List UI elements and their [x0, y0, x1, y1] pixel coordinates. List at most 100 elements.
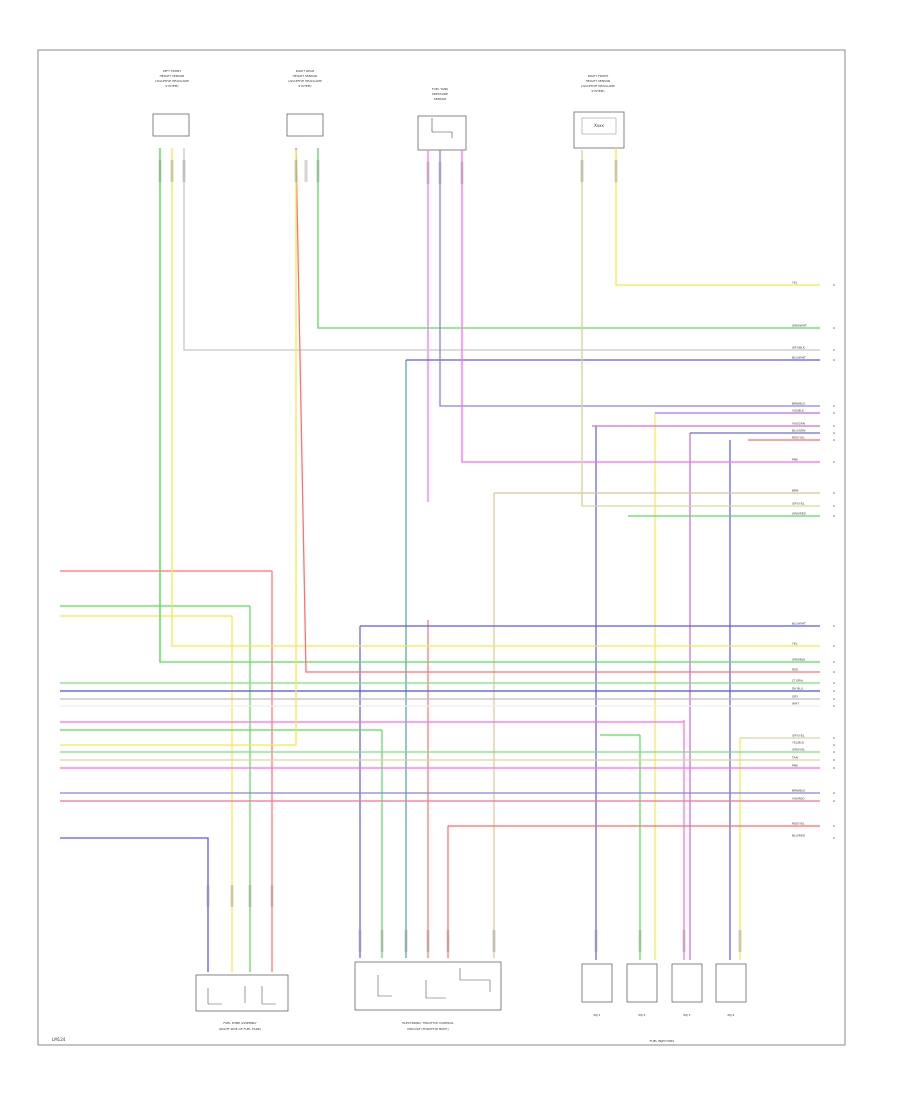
- component-label-line: FUEL INJECTORS: [650, 1039, 675, 1043]
- component-label-line: RIGHT FRONT: [588, 74, 609, 78]
- wire-label: BRN/BLU: [792, 789, 805, 793]
- wire-2: [317, 148, 820, 329]
- connector-pin: [304, 160, 308, 182]
- wire-label: GRY/YEL: [792, 502, 805, 506]
- component-label-line: HEIGHT SENSOR: [293, 74, 318, 78]
- wire-terminal: [833, 690, 835, 692]
- wire-terminal: [833, 327, 835, 329]
- throttle-module-box: [354, 961, 502, 1011]
- wire-terminal: [833, 661, 835, 663]
- connector-pin: [460, 162, 464, 184]
- fuel-pump-symbol: [207, 986, 276, 1005]
- wire-3: [183, 148, 820, 351]
- connector-pin: [158, 160, 162, 182]
- wire-10: [461, 150, 820, 463]
- connector-pin: [316, 160, 320, 182]
- component-label-line: (ADAPTIVE HEADLAMP: [288, 79, 322, 83]
- wire-label: GRY: [792, 695, 798, 699]
- component-label-line: FUEL TANK: [432, 87, 449, 91]
- right-front-sensor: RIGHT FRONT HEIGHT SENSOR (ADAPTIVE HEAD…: [573, 74, 625, 149]
- wire-terminal: [833, 671, 835, 673]
- connector-pin: [182, 160, 186, 182]
- connector-pin: [492, 930, 496, 952]
- wire-label: GRN/WHT: [792, 324, 807, 328]
- connector-pin: [638, 930, 642, 952]
- wire-label: PNK: [792, 458, 799, 462]
- wire-label: GRN/YEL: [792, 748, 805, 752]
- wire-terminal: [833, 492, 835, 494]
- wire-label: RED: [792, 668, 799, 672]
- component-label-line: (RIGHT SIDE OF FUEL TANK): [219, 1027, 261, 1031]
- component-label-line: SYSTEM): [165, 84, 178, 88]
- wire-terminal: [833, 432, 835, 434]
- component-label-line: ELECTRONIC THROTTLE CONTROL: [402, 1021, 454, 1025]
- injector-box: [715, 963, 747, 1003]
- wire-30: [60, 837, 209, 972]
- connector-pin: [580, 160, 584, 182]
- wire-label: VIO/BLK: [792, 409, 805, 413]
- left-front-sensor: LEFT FRONT HEIGHT SENSOR (ADAPTIVE HEADL…: [152, 69, 190, 137]
- wire-23: [60, 150, 297, 746]
- wire-label: BRN: [792, 489, 798, 493]
- wire-terminal: [833, 759, 835, 761]
- wire-label: BLU/WHT: [792, 356, 806, 360]
- wire-terminal: [833, 359, 835, 361]
- wire-terminal: [833, 405, 835, 407]
- wire-terminal: [833, 412, 835, 414]
- wire-label: WHT: [792, 702, 799, 706]
- connector-pin: [230, 885, 234, 907]
- wire-terminal: [833, 737, 835, 739]
- wire-label: BRN/BLU: [792, 402, 805, 406]
- component-label-line: LEFT FRONT: [163, 69, 181, 73]
- right-rear-sensor: RIGHT REAR HEIGHT SENSOR (ADAPTIVE HEADL…: [286, 69, 324, 137]
- wire-terminal: [833, 349, 835, 351]
- sensor-inner-text: Xxxx: [594, 123, 604, 128]
- fuel-pump: FUEL PUMP ASSEMBLY (RIGHT SIDE OF FUEL T…: [195, 974, 289, 1031]
- sensor-inner-box: [581, 117, 617, 135]
- wire-label: VIO/RED: [792, 797, 805, 801]
- wire-terminal: [833, 792, 835, 794]
- connector-pin: [404, 930, 408, 952]
- injector-label: INJ 3: [684, 1013, 691, 1017]
- wire-label: VIO/GRN: [792, 422, 805, 426]
- wire-label: BLU/WHT: [792, 622, 806, 626]
- wire-label: PNK: [792, 764, 799, 768]
- fuel-tank-pressure-sensor: FUEL TANK PRESSURE SENSOR: [417, 87, 467, 151]
- wire-label: GRN/RED: [792, 512, 807, 516]
- component-label-line: HEIGHT SENSOR: [160, 74, 185, 78]
- wire-terminal: [833, 825, 835, 827]
- wire-terminal: [833, 515, 835, 517]
- wire-terminal: [833, 800, 835, 802]
- injector-box: [581, 963, 613, 1003]
- component-label-line: SYSTEM): [298, 84, 311, 88]
- wire-label: YEL: [792, 281, 798, 285]
- sensor-box: [286, 113, 324, 137]
- wire-terminal: [833, 439, 835, 441]
- wire-label: YEL: [792, 642, 798, 646]
- connector-pin: [248, 885, 252, 907]
- sensor-box: [152, 113, 190, 137]
- wire-label-layer: YEL GRN/WHT GRY/BLK BLU/WHT BRN/BLU VIO/BLK VI…: [791, 281, 807, 838]
- connector-pin: [270, 885, 274, 907]
- connector-pin: [614, 160, 618, 182]
- wire-terminal: [833, 682, 835, 684]
- connector-pin: [682, 930, 686, 952]
- sensor-box: [417, 115, 467, 151]
- wire-label: DK BLU: [792, 687, 803, 691]
- wire-label: GRY/BLK: [792, 346, 806, 350]
- wire-terminal: [833, 284, 835, 286]
- injector-label: INJ 1: [594, 1013, 601, 1017]
- connector-pin: [206, 885, 210, 907]
- component-label-line: FUEL PUMP ASSEMBLY: [223, 1021, 256, 1025]
- injector-box: [671, 963, 703, 1003]
- wire-terminal: [833, 505, 835, 507]
- fuel-pump-box: [195, 974, 289, 1012]
- component-label-line: MODULE (THROTTLE BODY): [407, 1027, 448, 1031]
- wire-terminal: [833, 645, 835, 647]
- wire-15: [171, 148, 820, 647]
- throttle-module-symbol: [377, 968, 491, 999]
- connector-pin: [438, 162, 442, 184]
- injector-label: INJ 2: [639, 1013, 646, 1017]
- connector-pin: [426, 162, 430, 184]
